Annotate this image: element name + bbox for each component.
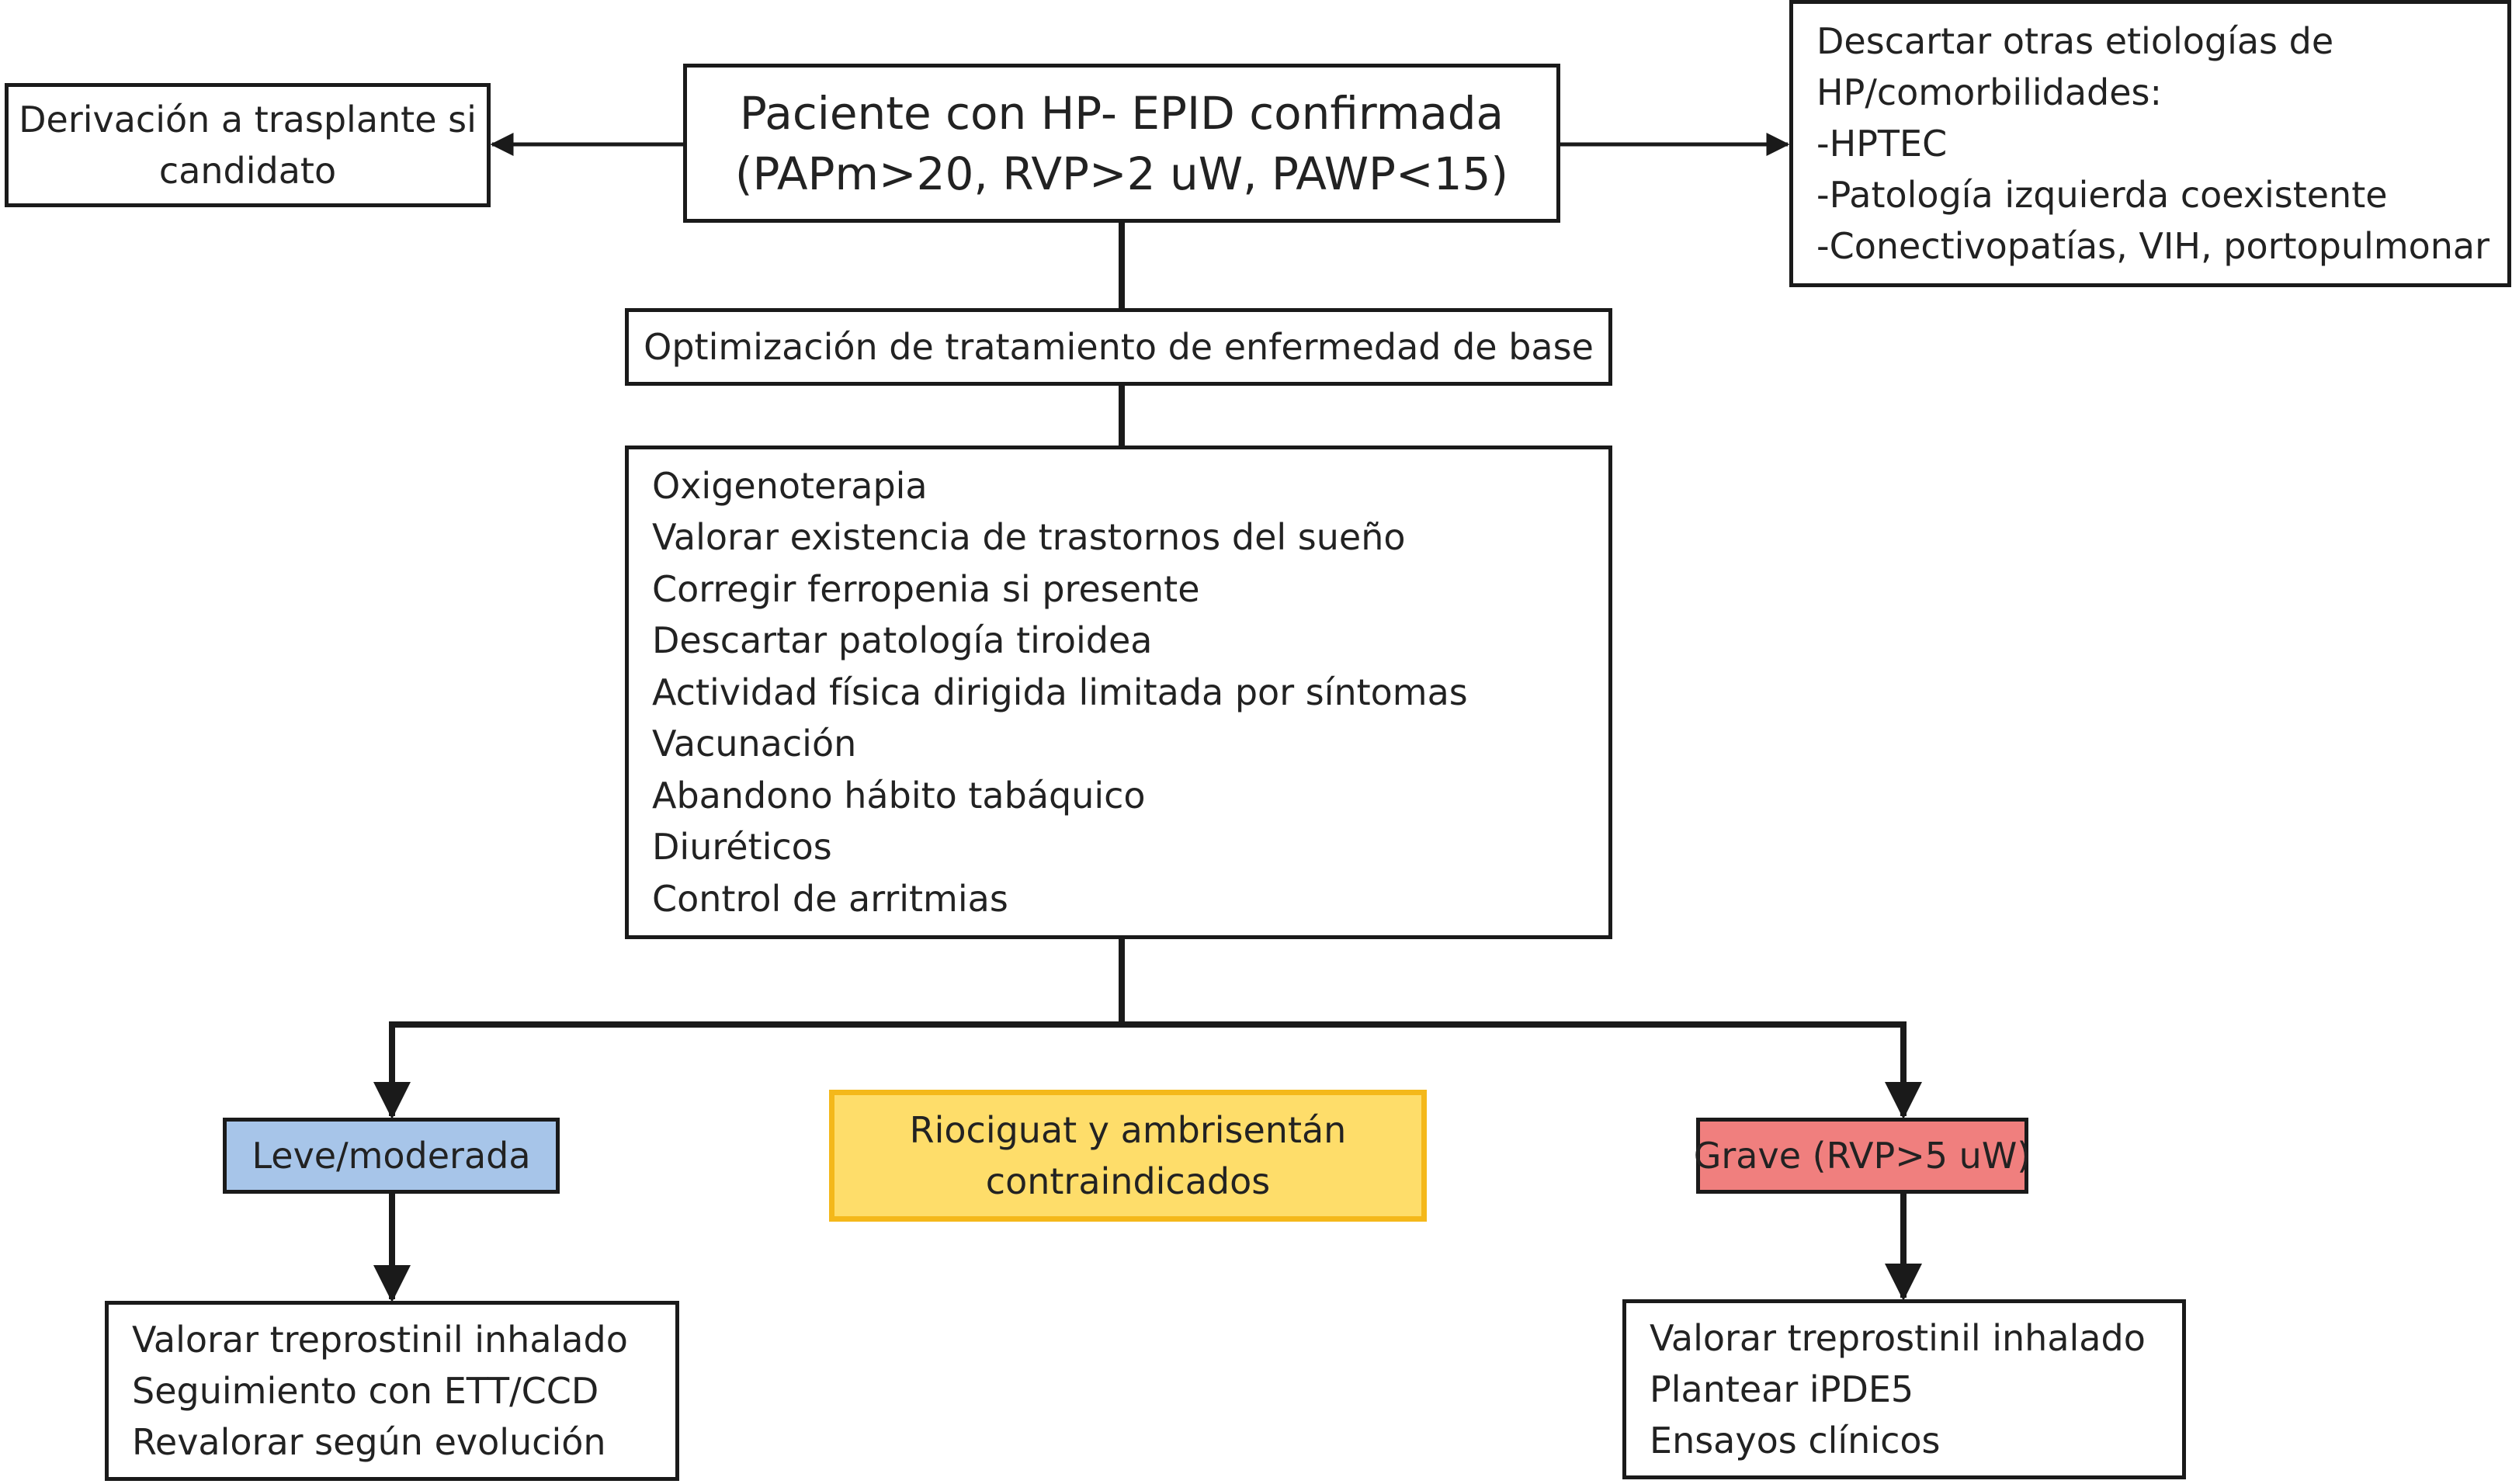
node-text-line: Abandono hábito tabáquico (652, 774, 1146, 817)
node-text-line: Vacunación (652, 723, 857, 765)
node-text-line: Control de arritmias (652, 877, 1008, 920)
node-text-line: -HPTEC (1816, 123, 1948, 165)
node-text-line: candidato (158, 150, 337, 192)
node-rule-out-etiologies: Descartar otras etiologías de HP/comorbi… (1789, 0, 2511, 287)
edge-branch-mild (373, 1021, 1122, 1119)
node-text-line: Actividad física dirigida limitada por s… (652, 671, 1468, 713)
node-text-line: Paciente con HP- EPID confirmada (739, 86, 1504, 140)
node-text-line: Valorar treprostinil inhalado (132, 1319, 628, 1361)
node-text-line: Derivación a trasplante si (19, 99, 477, 140)
node-text-line: Corregir ferropenia si presente (652, 567, 1200, 610)
node-text-line: Oxigenoterapia (652, 464, 928, 507)
edge-branch-severe (1122, 1021, 1922, 1119)
node-text-line: Leve/moderada (252, 1135, 531, 1177)
node-text-line: Descartar otras etiologías de (1816, 20, 2334, 62)
node-text-line: Grave (RVP>5 uW) (1693, 1135, 2031, 1177)
node-base-treatment-optimization: Optimización de tratamiento de enfermeda… (625, 308, 1612, 386)
node-text-line: Plantear iPDE5 (1650, 1368, 1914, 1410)
node-text-line: Descartar patología tiroidea (652, 619, 1153, 662)
node-text-line: Valorar existencia de trastornos del sue… (652, 516, 1406, 559)
node-severe-actions: Valorar treprostinil inhalado Plantear i… (1622, 1299, 2186, 1479)
node-general-measures: Oxigenoterapia Valorar existencia de tra… (625, 446, 1612, 939)
node-text-line: -Conectivopatías, VIH, portopulmonar (1816, 225, 2490, 267)
node-mild-actions: Valorar treprostinil inhalado Seguimient… (105, 1301, 679, 1481)
node-text-line: HP/comorbilidades: (1816, 71, 2163, 113)
node-text-line: (PAPm>20, RVP>2 uW, PAWP<15) (734, 147, 1509, 200)
node-text-line: Riociguat y ambrisentán (909, 1109, 1347, 1151)
node-severe: Grave (RVP>5 uW) (1693, 1118, 2031, 1194)
node-text-line: Valorar treprostinil inhalado (1650, 1317, 2146, 1359)
node-mild-moderate: Leve/moderada (223, 1118, 560, 1194)
node-text-line: Diuréticos (652, 826, 832, 869)
node-text-line: Ensayos clínicos (1650, 1420, 1941, 1461)
node-text-line: Revalorar según evolución (132, 1421, 606, 1463)
node-text-line: contraindicados (985, 1160, 1271, 1202)
node-text-line: -Patología izquierda coexistente (1816, 174, 2388, 216)
node-contraindicated-drugs: Riociguat y ambrisentán contraindicados (829, 1090, 1427, 1222)
node-transplant-referral: Derivación a trasplante si candidato (5, 83, 491, 207)
node-text-line: Seguimiento con ETT/CCD (132, 1370, 599, 1412)
node-text-line: Optimización de tratamiento de enfermeda… (644, 326, 1594, 368)
node-confirmed-patient: Paciente con HP- EPID confirmada (PAPm>2… (683, 64, 1560, 223)
